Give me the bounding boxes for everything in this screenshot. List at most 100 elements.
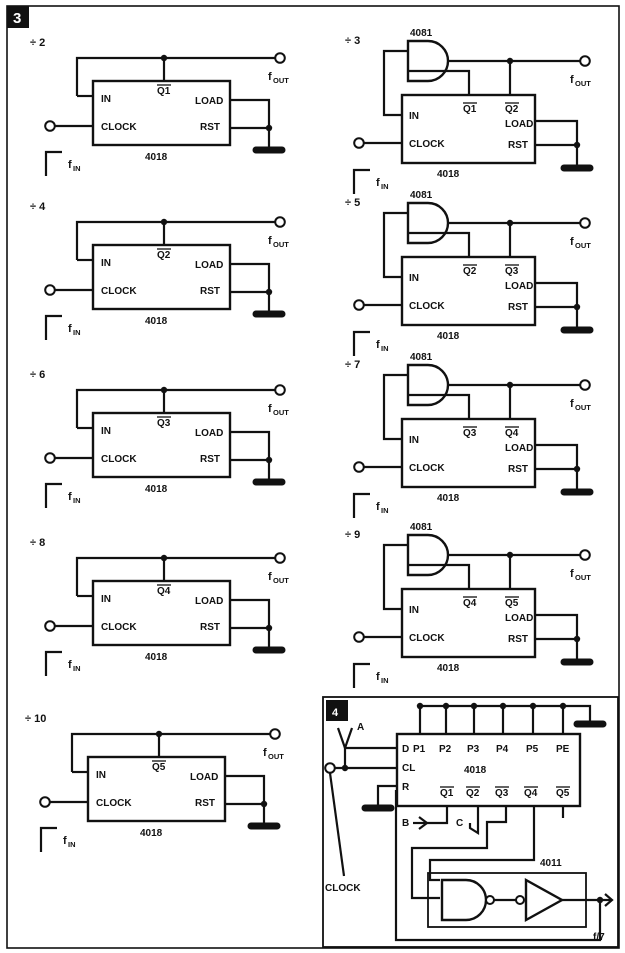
junction-dot bbox=[506, 551, 514, 559]
f-out-label: f bbox=[570, 398, 574, 410]
f-in-label: f bbox=[376, 177, 380, 189]
f-in-subscript: IN bbox=[381, 506, 389, 515]
clock-pin-label: CLOCK bbox=[101, 122, 137, 133]
chip-number-label: 4018 bbox=[437, 331, 460, 342]
wire bbox=[410, 806, 508, 900]
f-in-subscript: IN bbox=[73, 164, 81, 173]
f-out-label: f bbox=[263, 747, 267, 759]
rst-pin-label: RST bbox=[200, 286, 220, 297]
f-out-terminal bbox=[274, 216, 286, 228]
left-pin-label: R bbox=[402, 782, 410, 793]
nand-gate bbox=[440, 878, 488, 922]
in-pin-label: IN bbox=[101, 594, 111, 605]
clock-pin-label: CLOCK bbox=[101, 454, 137, 465]
f-out-label: f bbox=[268, 403, 272, 415]
q-output-label: Q5 bbox=[505, 598, 519, 609]
clock-pulse-symbol bbox=[352, 330, 370, 356]
left-pin-label: CL bbox=[402, 763, 415, 774]
clock-pulse-symbol bbox=[352, 492, 370, 518]
junction-dot bbox=[573, 465, 581, 473]
top-pin-label: PE bbox=[556, 744, 570, 755]
bottom-q-label: Q4 bbox=[524, 788, 538, 799]
divide-ratio-label: ÷ 8 bbox=[30, 537, 45, 549]
wire bbox=[75, 56, 275, 96]
divide-ratio-label: ÷ 6 bbox=[30, 369, 45, 381]
counter-chip-4018 bbox=[400, 417, 537, 489]
junction-dot bbox=[265, 124, 273, 132]
q-output-label: Q4 bbox=[505, 428, 519, 439]
clock-input-terminal bbox=[44, 120, 56, 132]
wire bbox=[343, 727, 354, 749]
chip-number-label: 4018 bbox=[145, 152, 168, 163]
divide-ratio-label: ÷ 3 bbox=[345, 35, 360, 47]
f-out-subscript: OUT bbox=[273, 76, 289, 85]
rst-pin-label: RST bbox=[508, 634, 528, 645]
counter-chip-4018 bbox=[400, 587, 537, 659]
counter-chip-4018 bbox=[91, 579, 232, 647]
wire bbox=[75, 388, 275, 428]
top-pin-label: P3 bbox=[467, 744, 480, 755]
junction-dot bbox=[442, 702, 450, 710]
and-gate bbox=[406, 363, 450, 407]
q-output-label: Q3 bbox=[157, 418, 171, 429]
in-pin-label: IN bbox=[101, 94, 111, 105]
wire bbox=[382, 49, 408, 117]
rst-pin-label: RST bbox=[195, 798, 215, 809]
junction-dot bbox=[559, 702, 567, 710]
wire bbox=[225, 774, 266, 826]
clock-terminal bbox=[324, 762, 336, 774]
wire bbox=[468, 806, 480, 835]
clock-input-terminal bbox=[39, 796, 51, 808]
f-out-terminal bbox=[579, 55, 591, 67]
wire bbox=[376, 784, 397, 806]
f-in-subscript: IN bbox=[68, 840, 76, 849]
junction-dot bbox=[573, 303, 581, 311]
clock-pulse-symbol bbox=[44, 150, 62, 176]
f-in-label: f bbox=[68, 159, 72, 171]
clock-input-terminal bbox=[353, 299, 365, 311]
q-output-label: Q4 bbox=[157, 586, 171, 597]
junction-dot bbox=[265, 288, 273, 296]
figure-4-number-badge bbox=[326, 700, 348, 721]
point-b-label: B bbox=[402, 818, 409, 829]
clock-input-terminal bbox=[44, 620, 56, 632]
junction-dot bbox=[573, 141, 581, 149]
wire bbox=[535, 119, 579, 168]
figure-3-number-badge bbox=[7, 6, 29, 28]
junction-dot bbox=[470, 702, 478, 710]
f-in-label: f bbox=[63, 835, 67, 847]
counter-chip-4018 bbox=[91, 79, 232, 147]
q-output-label: Q2 bbox=[505, 104, 519, 115]
top-pin-label: P1 bbox=[413, 744, 426, 755]
in-pin-label: IN bbox=[101, 258, 111, 269]
f-out-terminal bbox=[274, 52, 286, 64]
figure-4-frame bbox=[322, 696, 619, 948]
wire bbox=[75, 220, 275, 260]
divide-ratio-label: ÷ 4 bbox=[30, 201, 46, 213]
rst-pin-label: RST bbox=[508, 464, 528, 475]
clock-input-terminal bbox=[353, 631, 365, 643]
clock-pin-label: CLOCK bbox=[409, 633, 445, 644]
junction-dot bbox=[499, 702, 507, 710]
q-output-label: Q3 bbox=[505, 266, 519, 277]
f-out-label: f bbox=[268, 571, 272, 583]
junction-dot bbox=[506, 57, 514, 65]
f-in-subscript: IN bbox=[73, 496, 81, 505]
chip-number-label: 4018 bbox=[145, 652, 168, 663]
clock-pin-label: CLOCK bbox=[409, 463, 445, 474]
wire bbox=[230, 598, 271, 650]
junction-dot bbox=[160, 54, 168, 62]
f-in-subscript: IN bbox=[381, 344, 389, 353]
bottom-q-label: Q1 bbox=[440, 788, 454, 799]
clock-input-terminal bbox=[44, 284, 56, 296]
load-pin-label: LOAD bbox=[195, 596, 223, 607]
wire bbox=[336, 727, 347, 749]
f-out-subscript: OUT bbox=[273, 408, 289, 417]
bottom-q-label: Q3 bbox=[495, 788, 509, 799]
f-in-subscript: IN bbox=[381, 676, 389, 685]
chip-number-label: 4018 bbox=[145, 484, 168, 495]
f-in-subscript: IN bbox=[73, 664, 81, 673]
